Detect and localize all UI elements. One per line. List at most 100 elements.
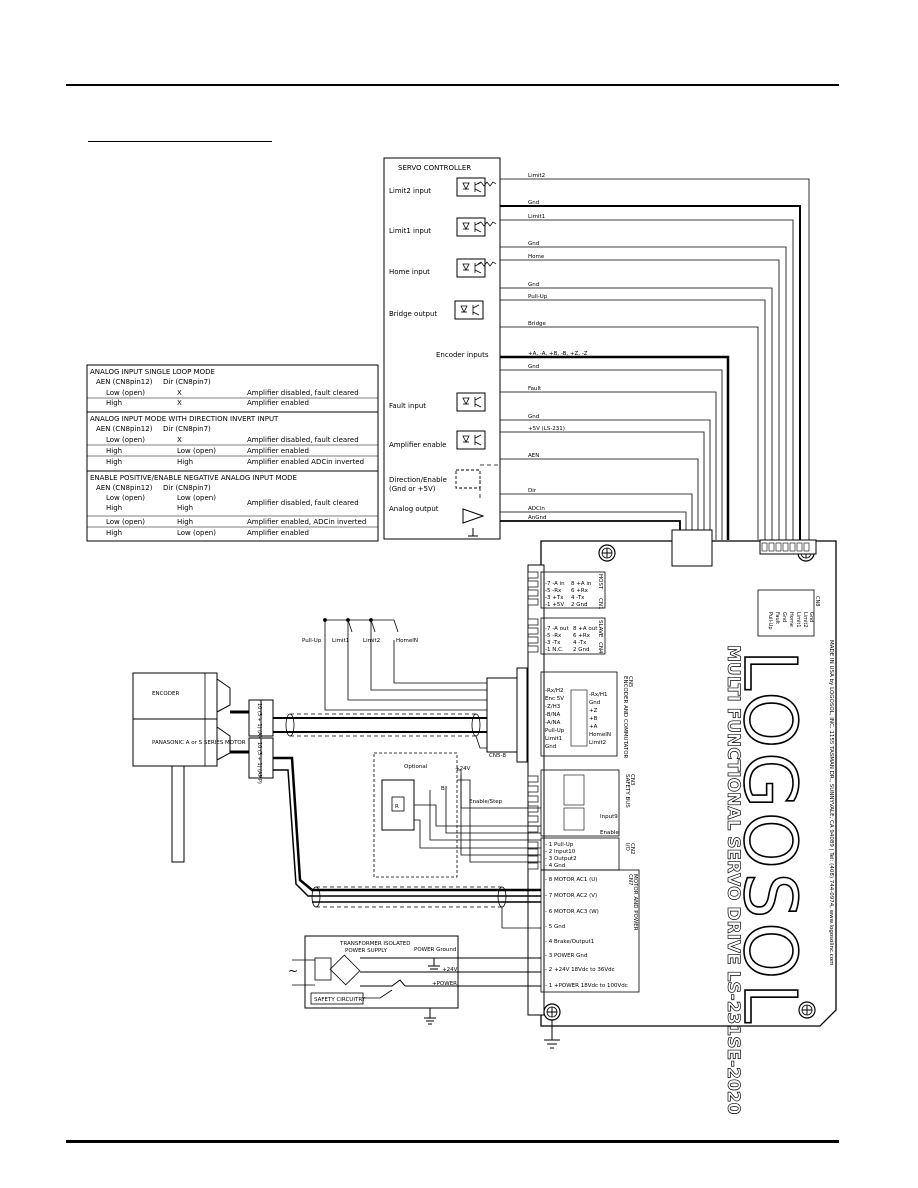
bottom-rule	[66, 1140, 839, 1143]
cn5-pin8-label: CN5-8	[489, 753, 506, 759]
svg-text:-7 -A in: -7 -A in	[545, 581, 565, 587]
svg-text:SAFETY CIRCUITRY: SAFETY CIRCUITRY	[314, 997, 366, 1003]
svg-text:Amplifier disabled, fault clea: Amplifier disabled, fault cleared	[247, 389, 359, 397]
svg-text:POWER SUPPLY: POWER SUPPLY	[345, 948, 388, 954]
opto-amp-enable	[456, 430, 486, 450]
table-single-loop: ANALOG INPUT SINGLE LOOP MODE AEN (CN8pi…	[87, 368, 378, 407]
svg-text:- 4 Gnd: - 4 Gnd	[545, 863, 565, 869]
table-enable-pos-neg: ENABLE POSITIVE/ENABLE NEGATIVE ANALOG I…	[87, 474, 378, 537]
svg-text:-Rx/H1: -Rx/H1	[589, 692, 608, 698]
svg-text:-A/NA: -A/NA	[545, 720, 561, 726]
svg-text:- 8 MOTOR AC1 (U): - 8 MOTOR AC1 (U)	[545, 877, 597, 883]
svg-text:CN2: CN2	[629, 843, 635, 854]
svg-text:Amplifier disabled, fault clea: Amplifier disabled, fault cleared	[247, 499, 359, 507]
opto-limit2	[456, 177, 486, 197]
svg-text:+B: +B	[589, 716, 598, 722]
svg-text:Low (open): Low (open)	[106, 436, 145, 444]
svg-text:+A, -A, +B, -B, +Z, -Z: +A, -A, +B, -B, +Z, -Z	[528, 351, 588, 357]
svg-text:ADCin: ADCin	[528, 506, 545, 512]
svg-text:Limit2: Limit2	[528, 173, 545, 179]
svg-text:Low (open): Low (open)	[177, 494, 216, 502]
svg-text:Limit2: Limit2	[589, 740, 606, 746]
svg-text:Gnd: Gnd	[528, 364, 539, 370]
svg-text:AEN (CN8pin12): AEN (CN8pin12)	[96, 484, 153, 492]
svg-text:+POWER: +POWER	[432, 981, 457, 987]
connector-cn8: CN8 Gnd Limit2 Limit1 Home Gnd Fault Pul…	[757, 589, 820, 637]
svg-text:Limit2: Limit2	[802, 612, 808, 628]
svg-text:-7 -A out: -7 -A out	[545, 626, 569, 632]
section-heading-underline	[88, 141, 272, 142]
svg-text:I/O: I/O	[624, 843, 630, 851]
top-rule	[66, 84, 839, 86]
svg-text:X: X	[177, 436, 182, 444]
svg-text:SAFETY BUS: SAFETY BUS	[624, 774, 630, 808]
panasonic-motor: ENCODER PANASONIC A or S SERIES MOTOR	[132, 672, 246, 863]
svg-text:Fault: Fault	[774, 612, 780, 624]
power-supply: TRANSFORMER ISOLATED POWER SUPPLY POWER …	[288, 935, 541, 1025]
svg-text:AnGnd: AnGnd	[528, 515, 547, 521]
connector-encoder: ENCODER AND COMMUTATOR CN5 -Rx/H2 Enc 5V…	[540, 671, 633, 759]
mount-screw-bl	[543, 1003, 561, 1021]
svg-text:6 +Rx: 6 +Rx	[573, 633, 591, 639]
svg-text:MOTOR AND POWER: MOTOR AND POWER	[632, 874, 638, 931]
svg-text:POWER Ground: POWER Ground	[414, 947, 456, 953]
drive-address: MADE IN USA by LOGOSOL, INC. 1155 TASMAN…	[828, 640, 834, 965]
svg-text:-3 -Tx: -3 -Tx	[545, 640, 561, 646]
svg-text:High: High	[106, 458, 122, 466]
svg-text:High: High	[106, 447, 122, 455]
svg-text:Home: Home	[528, 254, 545, 260]
svg-text:TRANSFORMER ISOLATED: TRANSFORMER ISOLATED	[339, 941, 410, 947]
svg-text:Optional: Optional	[404, 764, 428, 770]
svg-text:-1 N.C.: -1 N.C.	[545, 647, 564, 653]
svg-text:Amplifier enabled: Amplifier enabled	[247, 399, 309, 407]
svg-text:High: High	[106, 529, 122, 537]
mount-screw-tl	[598, 544, 616, 562]
svg-text:Input9: Input9	[600, 814, 618, 820]
svg-text:4 -Tx: 4 -Tx	[573, 640, 587, 646]
svg-text:Gnd: Gnd	[528, 282, 539, 288]
svg-text:Bridge: Bridge	[528, 321, 547, 327]
svg-text:+A: +A	[589, 724, 598, 730]
svg-text:+Z: +Z	[589, 708, 598, 714]
svg-text:Gnd: Gnd	[528, 414, 539, 420]
svg-text:X: X	[177, 399, 182, 407]
svg-text:-3 +Tx: -3 +Tx	[545, 595, 564, 601]
opto-bridge	[454, 300, 484, 320]
svg-text:HOST: HOST	[597, 574, 603, 590]
svg-text:CN3: CN3	[629, 774, 635, 786]
svg-text:Limit1: Limit1	[545, 736, 562, 742]
svg-text:2 Gnd: 2 Gnd	[573, 647, 590, 653]
svg-text:CN7: CN7	[627, 874, 633, 886]
svg-text:- 5 Gnd: - 5 Gnd	[545, 924, 565, 930]
mode-tables: ANALOG INPUT SINGLE LOOP MODE AEN (CN8pi…	[86, 364, 379, 542]
svg-text:- 4 Brake/Output1: - 4 Brake/Output1	[545, 939, 594, 945]
svg-text:Amplifier enabled: Amplifier enabled	[247, 529, 309, 537]
svg-text:Gnd: Gnd	[589, 700, 600, 706]
svg-text:Gnd: Gnd	[545, 744, 556, 750]
label-limit1-input: Limit1 input	[389, 227, 431, 235]
svg-text:- 6 MOTOR AC3 (W): - 6 MOTOR AC3 (W)	[545, 909, 599, 915]
svg-text:2 Gnd: 2 Gnd	[571, 602, 588, 608]
svg-text:ENABLE POSITIVE/ENABLE NEGATIV: ENABLE POSITIVE/ENABLE NEGATIVE ANALOG I…	[90, 474, 297, 482]
svg-text:Amplifier enabled ADCin invert: Amplifier enabled ADCin inverted	[247, 458, 364, 466]
svg-text:- 3 Output2: - 3 Output2	[545, 856, 577, 862]
svg-text:High: High	[177, 504, 193, 512]
svg-text:8 +A in: 8 +A in	[571, 581, 592, 587]
svg-text:Gnd: Gnd	[528, 241, 539, 247]
svg-text:- 1 Pull-Up: - 1 Pull-Up	[545, 842, 574, 848]
motor-cable-plugs: 10 (3 + 1) (AMP) 10 (3 + 1) (AMP)	[248, 699, 274, 784]
label-limit2-input: Limit2 input	[389, 187, 431, 195]
opto-home	[456, 258, 486, 278]
svg-text:CN4: CN4	[597, 642, 603, 654]
svg-text:-Rx/H2: -Rx/H2	[545, 688, 564, 694]
svg-text:8 +A out: 8 +A out	[573, 626, 598, 632]
svg-text:ANALOG INPUT MODE WITH DIRECTI: ANALOG INPUT MODE WITH DIRECTION INVERT …	[90, 415, 279, 423]
svg-text:4 -Tx: 4 -Tx	[571, 595, 585, 601]
optional-relay: Optional R B	[373, 752, 541, 878]
svg-text:10 (3 + 1) (AMP): 10 (3 + 1) (AMP)	[256, 703, 262, 745]
svg-text:Dir (CN8pin7): Dir (CN8pin7)	[163, 378, 211, 386]
svg-text:Amplifier enabled: Amplifier enabled	[247, 447, 309, 455]
opto-fault	[456, 392, 486, 412]
svg-text:- 7 MOTOR AC2 (V): - 7 MOTOR AC2 (V)	[545, 893, 597, 899]
controller-signal-labels: Limit2 Gnd Limit1 Gnd Home Gnd Pull-Up B…	[528, 173, 588, 521]
